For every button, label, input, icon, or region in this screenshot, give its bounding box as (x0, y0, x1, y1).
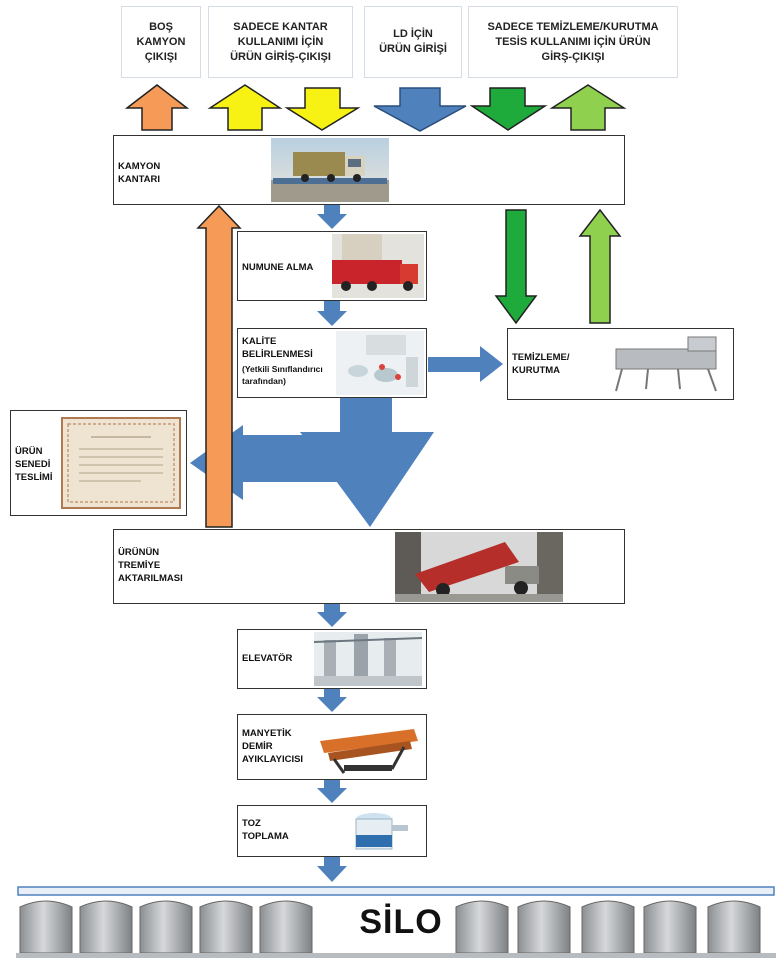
silo-label: SİLO (359, 903, 443, 941)
laboratory-photo (336, 331, 424, 395)
empty-truck-return-arrow (196, 204, 242, 528)
elevator-to-separator-arrow (317, 689, 347, 712)
dust-collection-label: TOZ TOPLAMA (242, 818, 289, 842)
separator-to-dust-arrow (317, 780, 347, 803)
cleaning-to-scale-green-arrow (578, 208, 622, 324)
dump-truck-photo (395, 532, 563, 602)
quality-grading-sublabel: (Yetkili Sınıflandırıcı tarafından) (242, 364, 323, 386)
silo-band: SİLO (16, 885, 776, 958)
step-truck-scale: KAMYON KANTARI (113, 135, 625, 205)
scale-entry-down-arrow (284, 87, 361, 131)
cleaning-entry-down-arrow (469, 87, 548, 131)
silo-row-graphic (16, 885, 776, 958)
scale-exit-up-arrow (207, 84, 283, 131)
sampling-to-quality-arrow (317, 301, 347, 326)
header-scale-only-entry-exit: SADECE KANTAR KULLANIMI İÇİN ÜRÜN GİRİŞ-… (208, 6, 353, 78)
step-magnetic-separator: MANYETİK DEMİR AYIKLAYICISI (237, 714, 427, 780)
header-cleaning-drying-entry-exit: SADECE TEMİZLEME/KURUTMA TESİS KULLANIMI… (468, 6, 678, 78)
hopper-to-elevator-arrow (317, 604, 347, 627)
truck-scale-label: KAMYON KANTARI (118, 161, 161, 185)
quality-to-receipt-arrow (190, 425, 370, 500)
scale-to-sampling-arrow (317, 205, 347, 229)
step-hopper-transfer: ÜRÜNÜN TREMİYE AKTARILMASI (113, 529, 625, 604)
step-quality-grading: KALİTE BELİRLENMESİ (Yetkili Sınıflandır… (237, 328, 427, 398)
empty-truck-exit-up-arrow (124, 84, 190, 131)
hopper-transfer-label: ÜRÜNÜN TREMİYE AKTARILMASI (118, 547, 183, 584)
magnetic-separator-photo (314, 719, 422, 777)
sampling-label: NUMUNE ALMA (242, 262, 314, 273)
truck-scale-photo (271, 138, 389, 202)
step-receipt-delivery: ÜRÜN SENEDİ TESLİMİ (10, 410, 187, 516)
ld-entry-down-arrow (373, 87, 467, 132)
dust-collector-photo (342, 809, 414, 855)
quality-to-cleaning-arrow (428, 346, 503, 382)
receipt-delivery-label: ÜRÜN SENEDİ TESLİMİ (15, 446, 53, 483)
dust-to-silo-arrow (317, 857, 347, 882)
elevator-photo (314, 632, 422, 686)
step-sampling: NUMUNE ALMA (237, 231, 427, 301)
step-dust-collection: TOZ TOPLAMA (237, 805, 427, 857)
cleaning-drying-label: TEMİZLEME/ KURUTMA (512, 352, 570, 376)
quality-grading-label: KALİTE BELİRLENMESİ (242, 336, 313, 360)
step-elevator: ELEVATÖR (237, 629, 427, 689)
header-ld-product-entry: LD İÇİN ÜRÜN GİRİŞİ (364, 6, 462, 78)
header-empty-truck-exit: BOŞ KAMYON ÇIKIŞI (121, 6, 201, 78)
cleaning-exit-up-arrow (549, 84, 627, 131)
cleaning-machine-photo (608, 331, 728, 397)
magnetic-separator-label: MANYETİK DEMİR AYIKLAYICISI (242, 728, 304, 765)
certificate-picture (61, 417, 181, 509)
step-cleaning-drying: TEMİZLEME/ KURUTMA (507, 328, 734, 400)
scale-to-cleaning-green-arrow (494, 209, 538, 325)
sampling-photo (332, 234, 424, 298)
elevator-label: ELEVATÖR (242, 653, 293, 664)
